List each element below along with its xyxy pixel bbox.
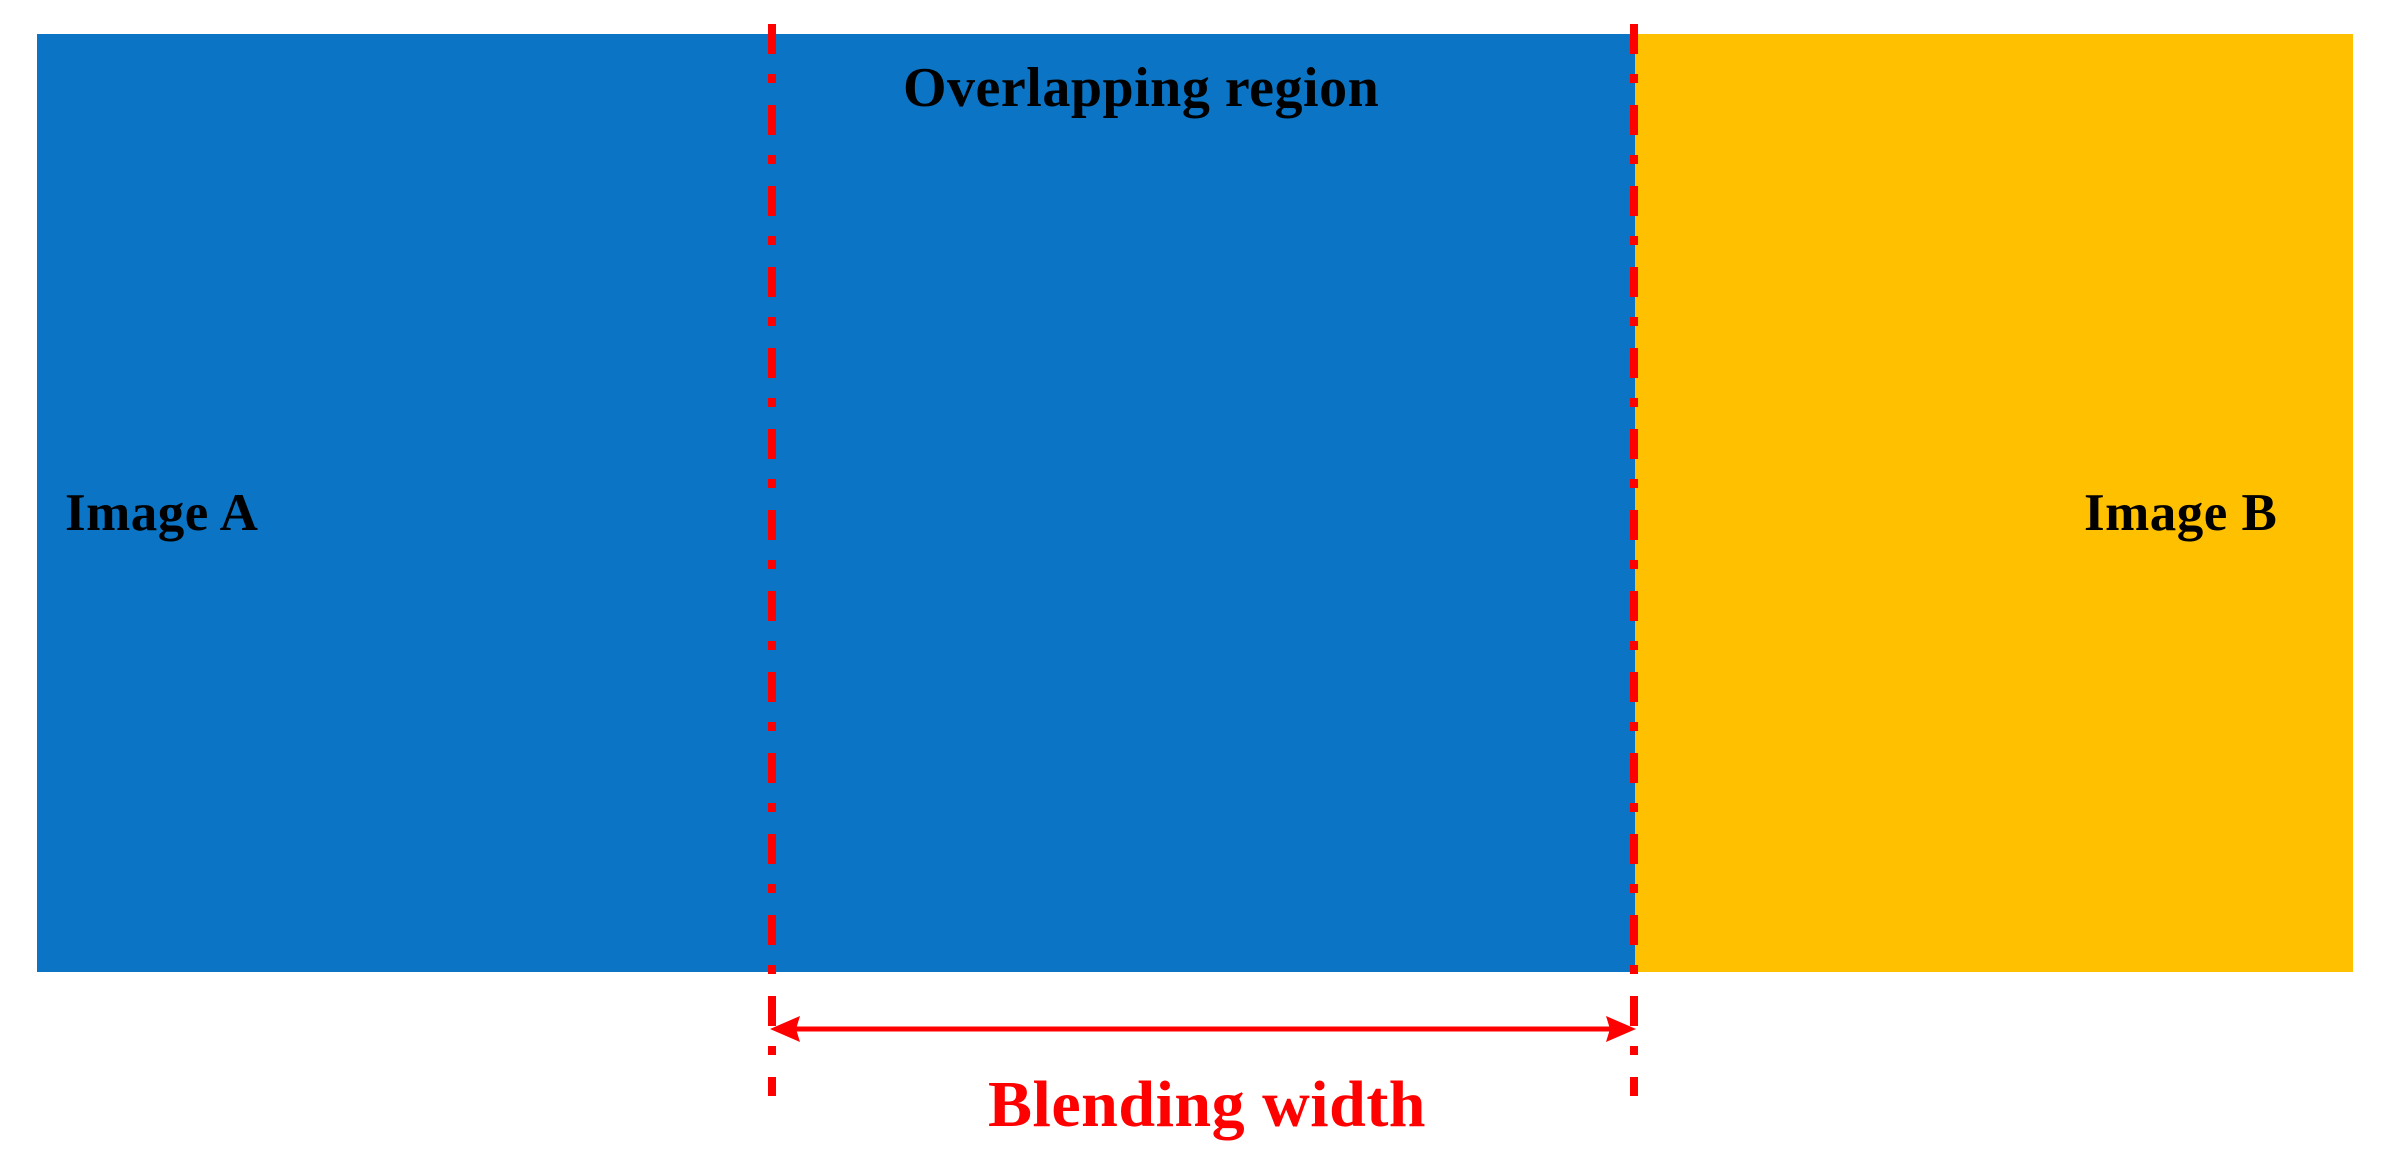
image-a-label: Image A xyxy=(65,484,259,542)
image-b-panel xyxy=(1635,34,2353,972)
blending-width-label: Blending width xyxy=(988,1068,1426,1141)
blending-width-arrow xyxy=(764,1004,1642,1056)
overlapping-region-label: Overlapping region xyxy=(903,57,1380,119)
image-a-panel xyxy=(37,34,1635,972)
overlap-start-boundary-line xyxy=(768,24,776,1096)
image-b-label: Image B xyxy=(2084,484,2278,542)
overlap-end-boundary-line xyxy=(1630,24,1638,1096)
double-headed-arrow-icon xyxy=(770,1016,1636,1042)
